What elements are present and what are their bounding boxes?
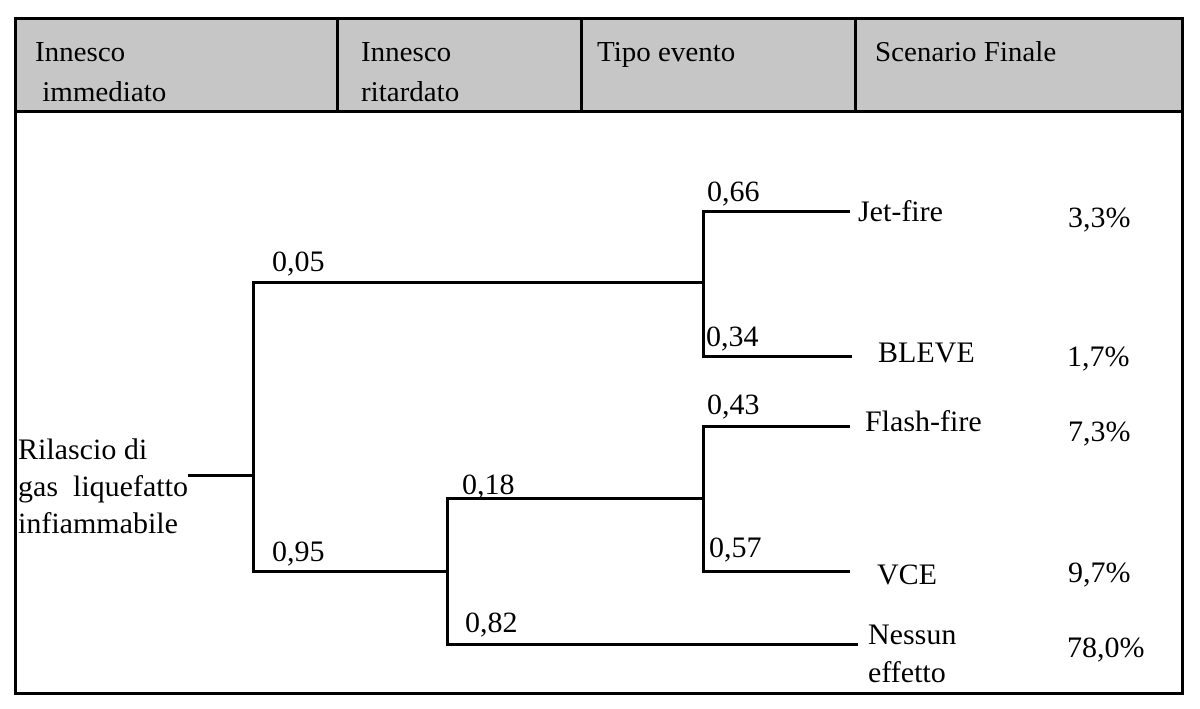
outcome-label-vce: VCE [877,558,937,591]
terminal-line-jetfire [702,210,850,213]
figure-frame [14,17,1184,695]
prob-delayed-yes: 0,18 [462,468,515,501]
outcome-pct-vce: 9,7% [1068,556,1131,589]
delayed-junction-line [446,497,449,646]
prob-immediate-no: 0,95 [272,535,325,568]
outcome-pct-bleve: 1,7% [1067,340,1130,373]
root-event-label: Rilascio di gas liquefatto infiammabile [18,433,188,540]
terminal-line-bleve [702,355,852,358]
branch-line-immediate-no [252,570,449,573]
prob-flashfire: 0,43 [707,388,760,421]
immediate-event-junction-line [702,210,705,358]
outcome-label-jetfire: Jet-fire [858,195,943,228]
prob-delayed-no: 0,82 [465,606,518,639]
prob-immediate-yes: 0,05 [272,245,325,278]
prob-bleve: 0,34 [706,320,759,353]
outcome-label-nessun-effetto: Nessun effetto [868,618,957,689]
branch-line-delayed-yes [446,497,705,500]
header-col-innesco-ritardato: Innesco ritardato [339,20,583,110]
root-junction-line [252,281,255,573]
terminal-line-flashfire [702,425,850,428]
header-row: Innesco immediato Innesco ritardato Tipo… [14,17,1184,113]
branch-line-delayed-no [446,643,858,646]
outcome-pct-jetfire: 3,3% [1068,201,1131,234]
header-col-innesco-immediato: Innesco immediato [17,20,339,110]
outcome-label-flashfire: Flash-fire [865,405,982,438]
prob-jetfire: 0,66 [707,175,760,208]
root-stub-line [188,474,254,477]
branch-line-immediate-yes [252,281,705,284]
outcome-pct-flashfire: 7,3% [1068,415,1131,448]
delayed-event-junction-line [702,425,705,573]
prob-vce: 0,57 [709,531,762,564]
header-col-tipo-evento: Tipo evento [583,20,857,110]
outcome-pct-nessun-effetto: 78,0% [1067,631,1145,664]
terminal-line-vce [702,570,850,573]
header-col-scenario-finale: Scenario Finale [875,36,1057,68]
outcome-label-bleve: BLEVE [878,336,975,369]
